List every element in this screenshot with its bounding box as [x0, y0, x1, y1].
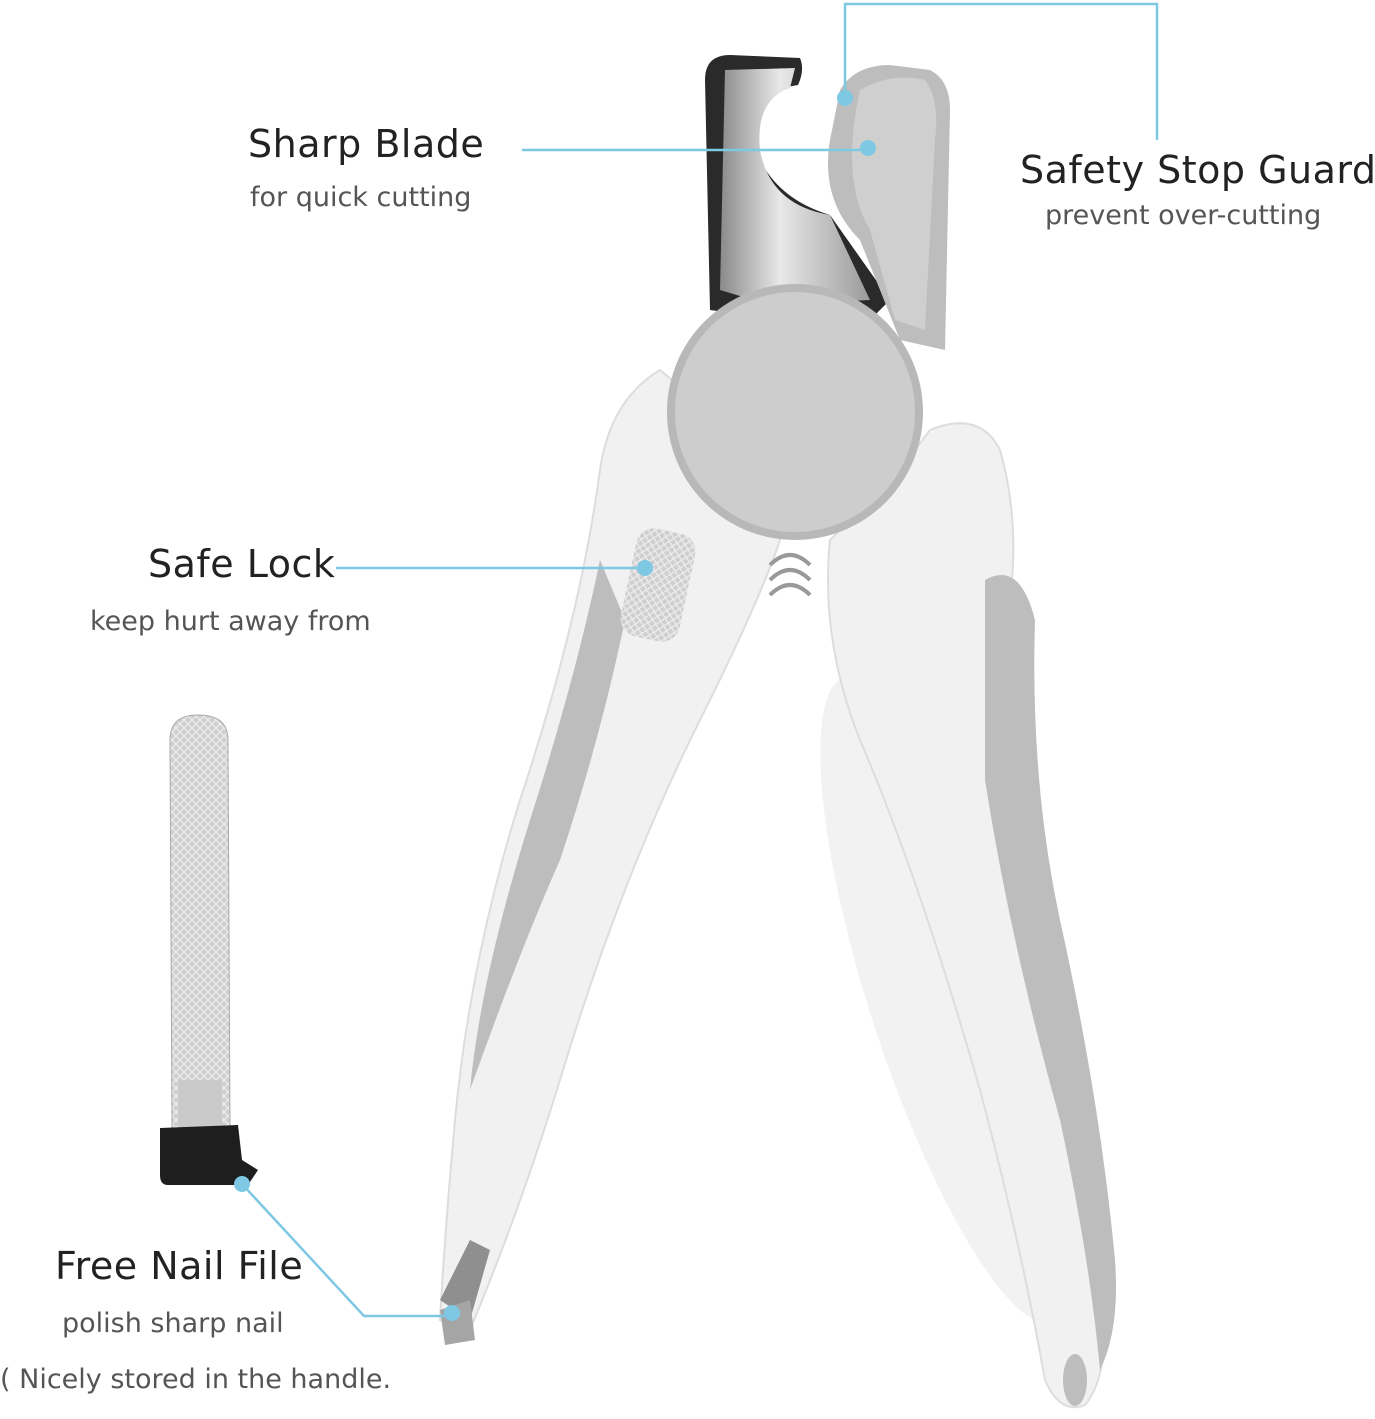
- right-handle: [827, 422, 1116, 1409]
- sharp-blade-subtitle: for quick cutting: [250, 182, 472, 213]
- free-nail-file-title: Free Nail File: [55, 1244, 304, 1288]
- safe-lock-title: Safe Lock: [148, 542, 336, 586]
- free-nail-file-note: ( Nicely stored in the handle.: [0, 1364, 390, 1395]
- safety-stop-guard-subtitle: prevent over-cutting: [1045, 200, 1322, 231]
- spring: [768, 553, 812, 597]
- leader-lines: [241, 2, 1159, 1318]
- free-nail-file-subtitle: polish sharp nail: [62, 1308, 284, 1339]
- callout-dots: [234, 90, 876, 1321]
- sharp-blade-title: Sharp Blade: [248, 122, 485, 166]
- safe-lock-slider: [620, 528, 696, 642]
- blade-jaws: [705, 55, 950, 350]
- nail-file: [160, 714, 258, 1185]
- hang-hole: [1063, 1354, 1087, 1406]
- safety-stop-guard-title: Safety Stop Guard: [1020, 148, 1375, 192]
- pivot-cap: [675, 292, 915, 532]
- safe-lock-subtitle: keep hurt away from: [90, 606, 371, 637]
